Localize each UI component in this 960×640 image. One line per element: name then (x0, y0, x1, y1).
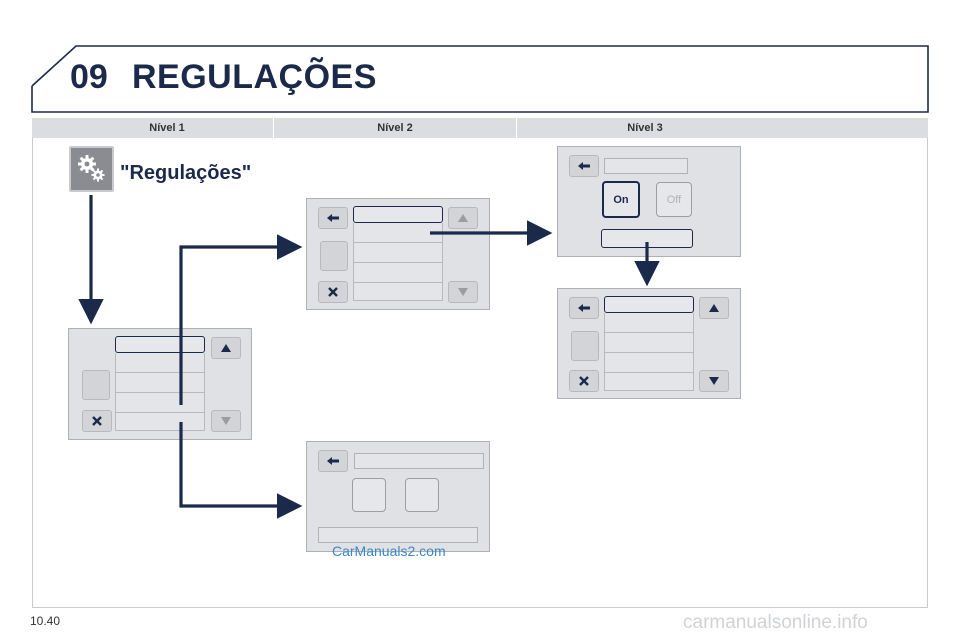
scroll-down-button[interactable] (699, 370, 729, 392)
on-button[interactable]: On (602, 181, 640, 218)
scroll-down-button[interactable] (448, 281, 478, 303)
close-button[interactable] (569, 370, 599, 392)
level-separator (516, 118, 517, 138)
title-field (354, 453, 484, 469)
arrow-down-icon (221, 417, 231, 425)
chapter-number: 09 (70, 58, 108, 96)
blank-button[interactable] (320, 241, 348, 271)
chapter-title: REGULAÇÕES (132, 58, 377, 96)
gear-icon (78, 155, 105, 182)
list-item[interactable] (353, 206, 443, 223)
arrow-down-icon (709, 377, 719, 385)
page-number: 10.40 (30, 614, 61, 628)
arrow-level1-to-level2-choice (179, 422, 303, 519)
scroll-down-button[interactable] (211, 410, 241, 432)
off-label: Off (666, 193, 682, 206)
list-item[interactable] (353, 263, 443, 283)
watermark-center: CarManuals2.com (332, 543, 446, 559)
close-icon (92, 416, 102, 426)
arrow-down-icon (458, 288, 468, 296)
back-button[interactable] (318, 450, 348, 472)
header-frame (31, 45, 929, 113)
back-button[interactable] (569, 155, 599, 177)
title-field (604, 158, 688, 174)
settings-button[interactable] (69, 146, 114, 192)
level-separator (273, 118, 274, 138)
on-label: On (613, 193, 629, 206)
content-frame (32, 138, 928, 608)
back-arrow-icon (578, 162, 590, 170)
level-2-label: Nível 2 (377, 122, 413, 134)
close-icon (328, 287, 338, 297)
scroll-up-button[interactable] (448, 207, 478, 229)
confirm-field[interactable] (318, 527, 478, 543)
close-button[interactable] (82, 410, 112, 432)
arrow-up-icon (458, 214, 468, 222)
list-item[interactable] (604, 333, 694, 353)
close-icon (579, 376, 589, 386)
close-button[interactable] (318, 281, 348, 303)
level-3-label: Nível 3 (627, 122, 663, 134)
scroll-up-button[interactable] (211, 337, 241, 359)
off-button[interactable]: Off (656, 182, 692, 217)
back-arrow-icon (327, 214, 339, 222)
list-item[interactable] (353, 283, 443, 301)
level-bar (32, 118, 928, 138)
option-button[interactable] (405, 478, 439, 512)
back-arrow-icon (327, 457, 339, 465)
scroll-up-button[interactable] (699, 297, 729, 319)
list-item[interactable] (604, 373, 694, 391)
back-button[interactable] (318, 207, 348, 229)
settings-label: "Regulações" (120, 162, 252, 184)
back-arrow-icon (578, 304, 590, 312)
back-button[interactable] (569, 297, 599, 319)
arrow-up-icon (709, 304, 719, 312)
arrow-level1-to-level2-list (179, 234, 303, 405)
blank-button[interactable] (571, 331, 599, 361)
level-1-label: Nível 1 (149, 122, 185, 134)
blank-button[interactable] (82, 370, 110, 400)
list-item[interactable] (604, 313, 694, 333)
list-item[interactable] (604, 353, 694, 373)
option-button[interactable] (352, 478, 386, 512)
list-item[interactable] (604, 296, 694, 313)
list-item[interactable] (353, 243, 443, 263)
arrow-up-icon (221, 344, 231, 352)
watermark-bottom: carmanualsonline.info (683, 612, 868, 633)
